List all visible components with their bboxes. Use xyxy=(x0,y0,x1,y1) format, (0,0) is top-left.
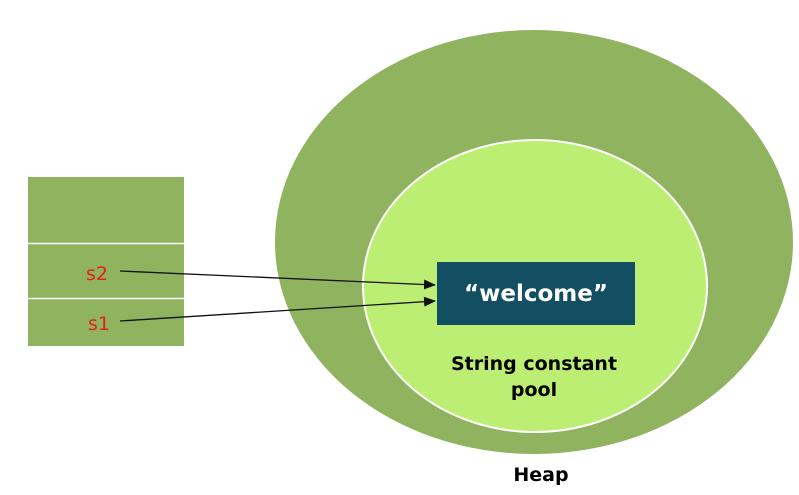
stack-slot-s1 xyxy=(28,299,184,346)
stack-slot-top xyxy=(28,177,184,243)
stack-frame xyxy=(28,177,184,346)
reference-arrow-s2 xyxy=(119,270,436,290)
reference-label-s1: s1 xyxy=(88,313,110,335)
pool-label-line2: pool xyxy=(511,379,557,401)
pool-label-line1: String constant xyxy=(451,353,617,375)
heap-label: Heap xyxy=(513,464,568,486)
stack-slot-s2 xyxy=(28,244,184,298)
reference-label-s2: s2 xyxy=(86,263,108,285)
string-object-box xyxy=(437,262,635,325)
reference-arrow-s1 xyxy=(119,296,436,322)
string-object-value: “welcome” xyxy=(464,281,608,307)
